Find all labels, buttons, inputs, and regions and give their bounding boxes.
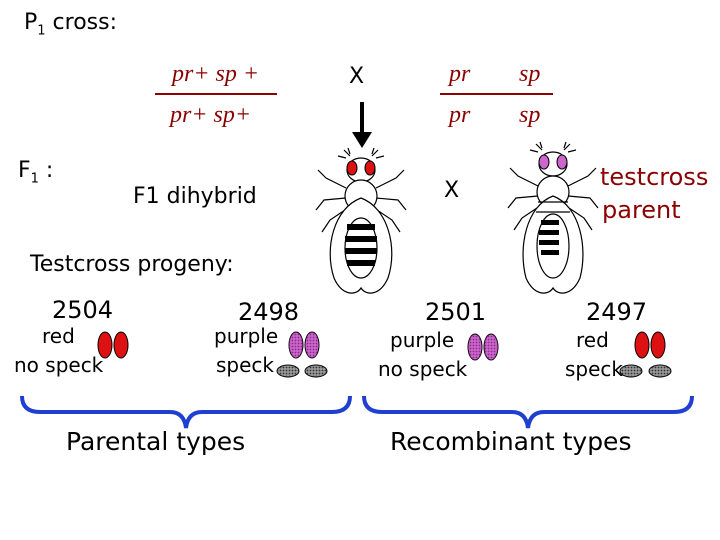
group3-line1: purple	[390, 328, 455, 352]
parent-right-bottom-pr: pr	[449, 102, 471, 128]
down-arrow-icon	[352, 102, 372, 148]
red-eyes-speck-icon	[619, 331, 672, 378]
group2-line2: speck	[216, 353, 274, 377]
group2-line1: purple	[214, 324, 279, 348]
progeny-heading: Testcross progeny:	[30, 252, 234, 277]
parent-right-divider	[440, 93, 553, 95]
testcross-label: testcross	[600, 163, 709, 191]
parent-right-top-sp: sp	[519, 61, 541, 87]
f1-dihybrid-label: F1 dihybrid	[133, 184, 257, 209]
group1-line1: red	[42, 324, 75, 348]
cross-symbol: X	[349, 64, 365, 89]
f1-cross-symbol: X	[444, 178, 460, 203]
fly-purple-eyes-icon	[507, 141, 599, 294]
fly-red-eyes-icon	[315, 147, 407, 294]
group1-line2: no speck	[14, 353, 104, 377]
parent-right-top-pr: pr	[449, 61, 471, 87]
group4-count: 2497	[586, 298, 648, 326]
group1-count: 2504	[52, 296, 114, 324]
recombinant-types-label: Recombinant types	[390, 427, 632, 456]
parent-right-bottom-sp: sp	[519, 102, 541, 128]
parental-brace-icon	[20, 395, 352, 429]
group3-line2: no speck	[378, 357, 468, 381]
purple-eyes-speck-icon	[276, 331, 328, 378]
parental-types-label: Parental types	[66, 427, 246, 456]
parent-label: parent	[602, 196, 681, 224]
p1-cross-label: P1 cross:	[24, 10, 118, 39]
red-eyes-icon	[97, 331, 129, 359]
group3-count: 2501	[425, 298, 487, 326]
f1-label: F1 :	[18, 158, 54, 187]
purple-eyes-icon	[467, 333, 499, 361]
group2-count: 2498	[238, 298, 300, 326]
group4-line2: speck	[565, 357, 623, 381]
group4-line1: red	[576, 328, 609, 352]
parent-left-divider	[155, 93, 277, 95]
parent-left-top-genotype: pr+ sp +	[172, 61, 260, 87]
parent-left-bottom-genotype: pr+ sp+	[170, 102, 252, 128]
recombinant-brace-icon	[362, 395, 694, 429]
